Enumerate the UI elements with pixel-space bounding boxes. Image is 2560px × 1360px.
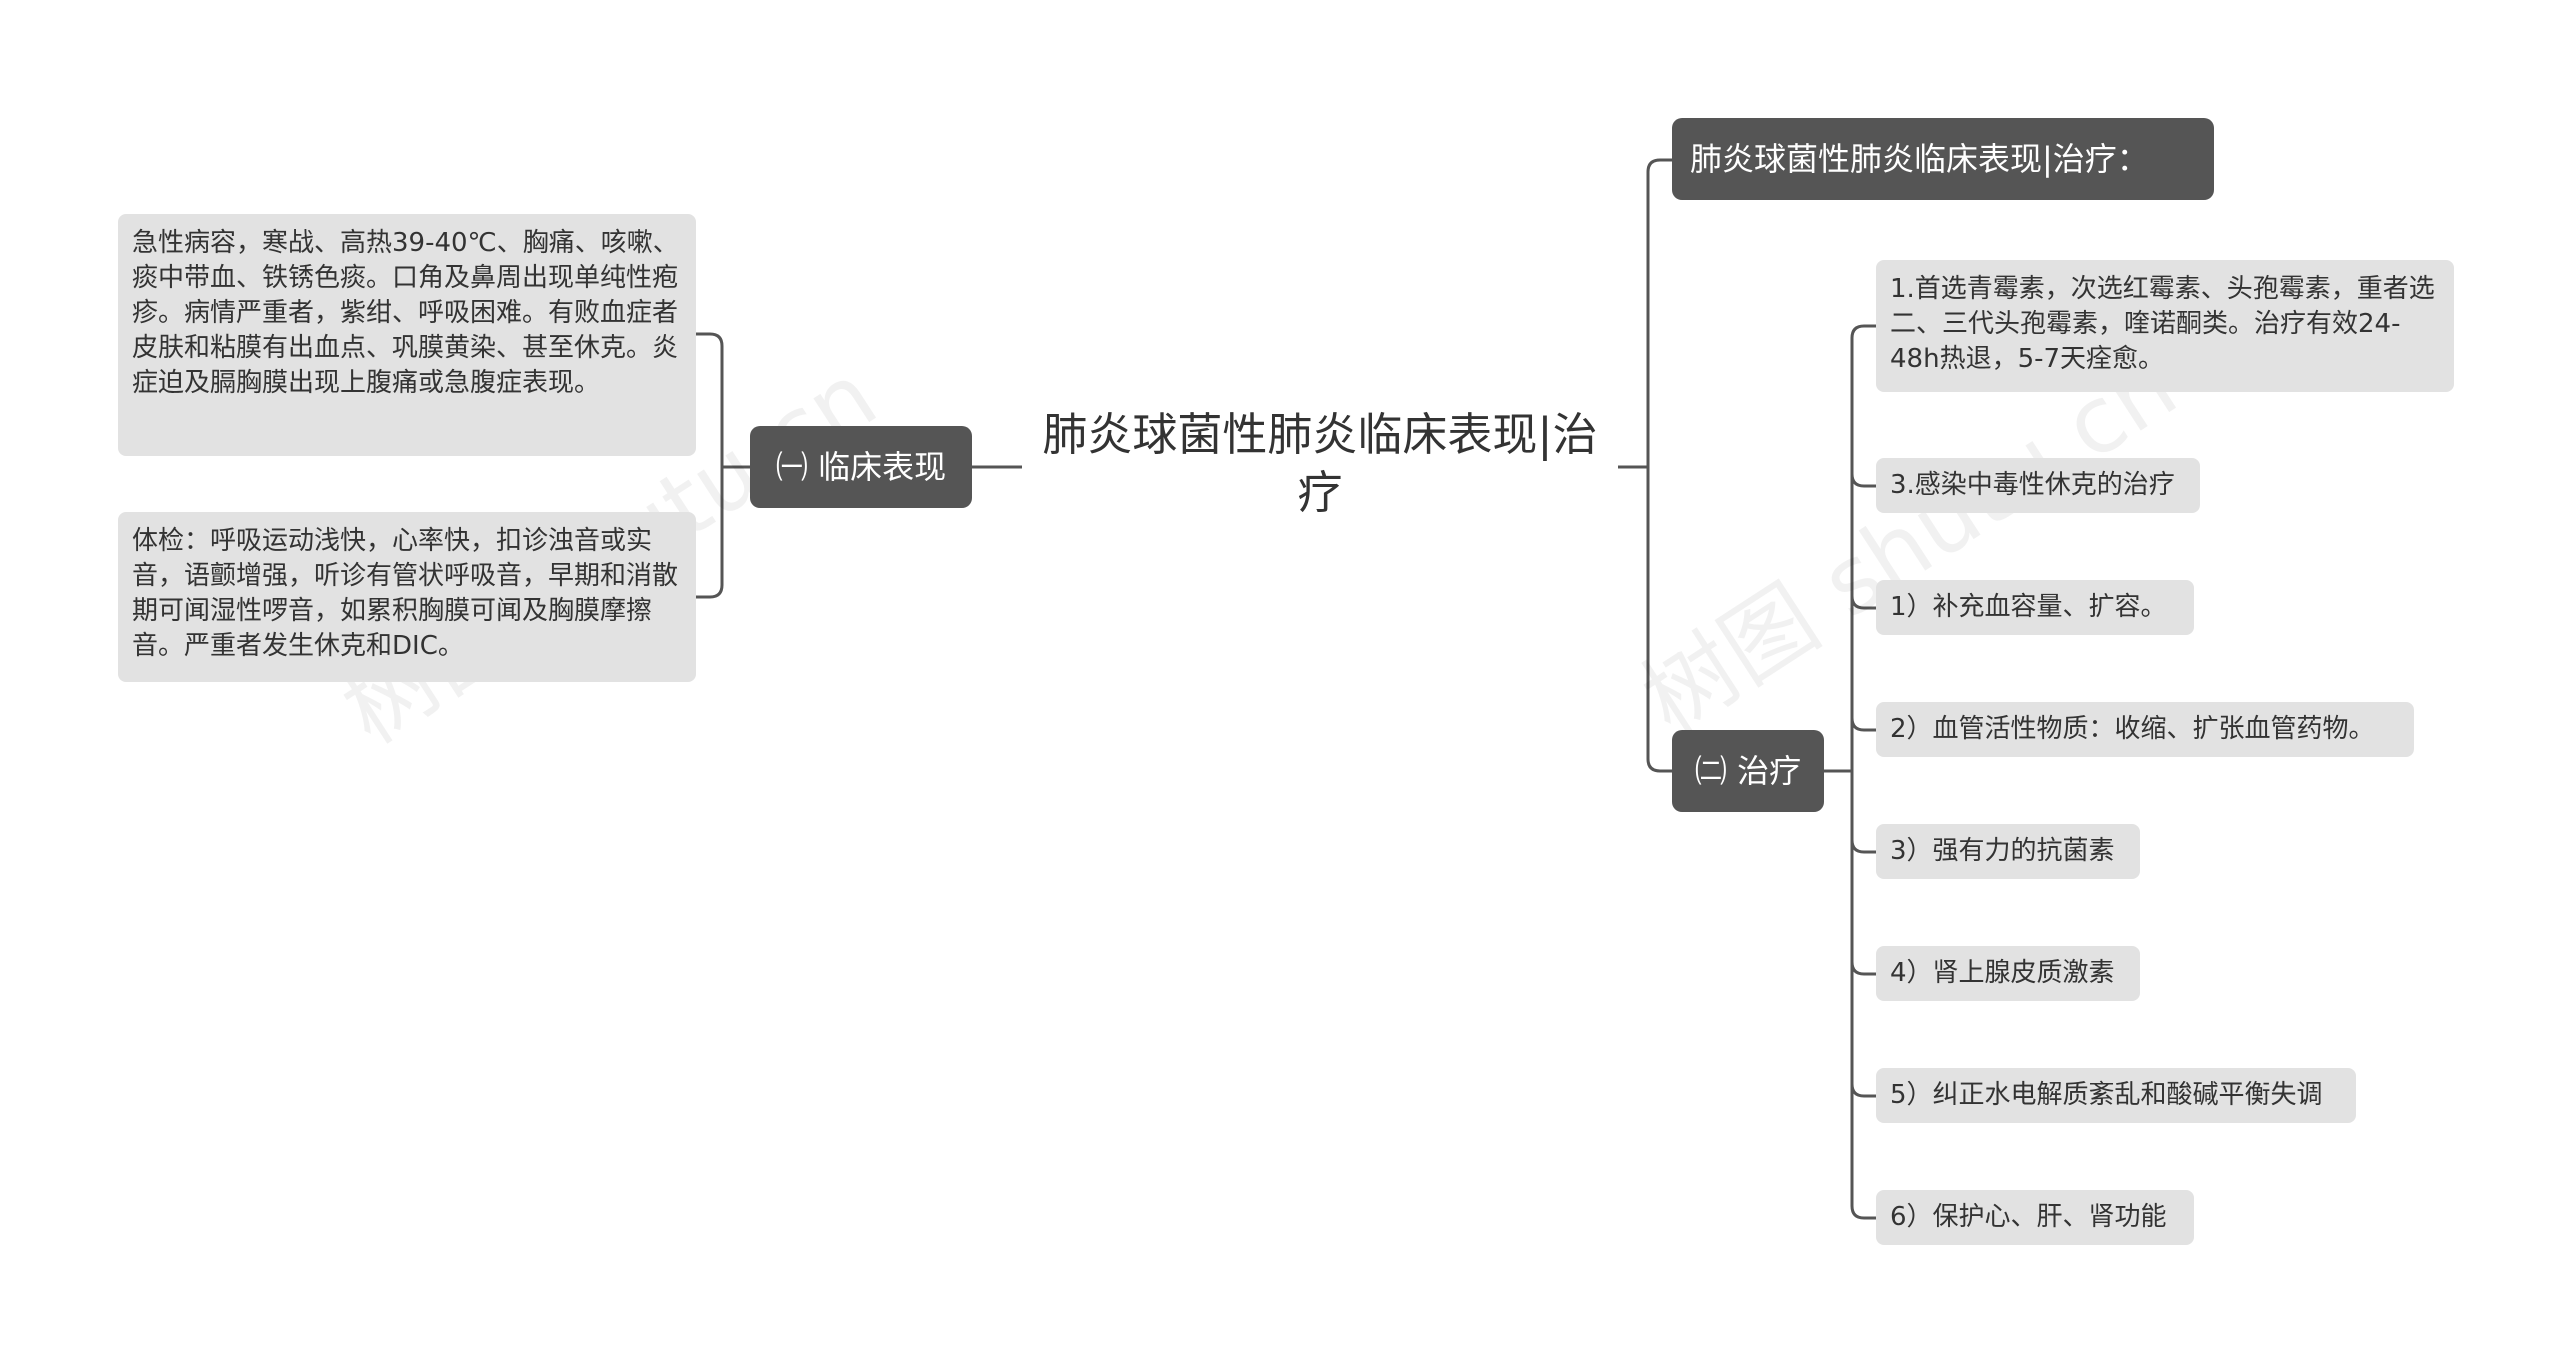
leaf-treatment-antibiotics[interactable]: 1.首选青霉素，次选红霉素、头孢霉素，重者选二、三代头孢霉素，喹诺酮类。治疗有效… [1876, 260, 2454, 392]
leaf-treatment-shock[interactable]: 3.感染中毒性休克的治疗 [1876, 458, 2200, 513]
root-topic[interactable]: 肺炎球菌性肺炎临床表现|治疗 [1042, 408, 1598, 519]
edge-treatment-leaf [1850, 1205, 1876, 1220]
edge-clinical-bracket [696, 332, 724, 599]
leaf-treatment-electrolyte[interactable]: 5）纠正水电解质紊乱和酸碱平衡失调 [1876, 1068, 2356, 1123]
edge-root-spine [1646, 158, 1672, 773]
edge-treatment-leaf [1850, 595, 1876, 610]
edge-treatment-leaf [1850, 961, 1876, 976]
branch-treatment-title[interactable]: 肺炎球菌性肺炎临床表现|治疗： [1672, 118, 2214, 200]
edge-treatment-leaf [1850, 473, 1876, 488]
leaf-treatment-volume[interactable]: 1）补充血容量、扩容。 [1876, 580, 2194, 635]
leaf-clinical-exam[interactable]: 体检：呼吸运动浅快，心率快，扣诊浊音或实音，语颤增强，听诊有管状呼吸音，早期和消… [118, 512, 696, 682]
leaf-treatment-organ-protect[interactable]: 6）保护心、肝、肾功能 [1876, 1190, 2194, 1245]
branch-clinical[interactable]: ㈠ 临床表现 [750, 426, 972, 508]
edge-treatment-leaf [1850, 839, 1876, 854]
leaf-treatment-antibacterial[interactable]: 3）强有力的抗菌素 [1876, 824, 2140, 879]
edge-treatment-leaf [1850, 324, 1876, 339]
leaf-treatment-vasoactive[interactable]: 2）血管活性物质：收缩、扩张血管药物。 [1876, 702, 2414, 757]
leaf-clinical-symptoms[interactable]: 急性病容，寒战、高热39-40℃、胸痛、咳嗽、痰中带血、铁锈色痰。口角及鼻周出现… [118, 214, 696, 456]
leaf-treatment-corticosteroid[interactable]: 4）肾上腺皮质激素 [1876, 946, 2140, 1001]
edge-treatment-leaf [1850, 717, 1876, 732]
edge-treatment-leaf [1850, 1083, 1876, 1098]
branch-treatment[interactable]: ㈡ 治疗 [1672, 730, 1824, 812]
